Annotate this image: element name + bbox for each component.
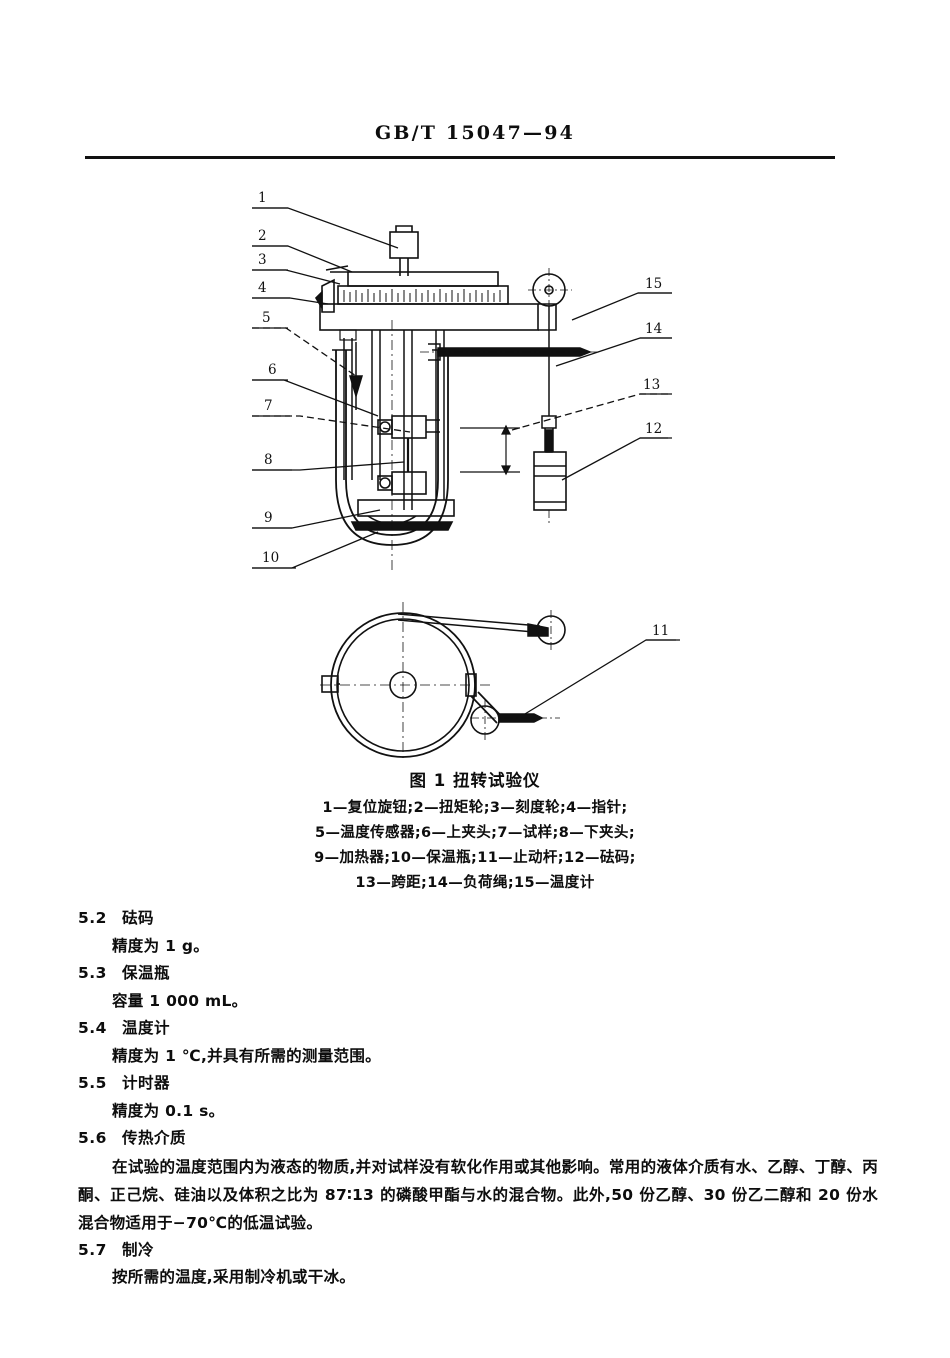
figure-drawing: 1 2 3 4 5 6 7 8 9 10 <box>252 190 680 760</box>
torque-wheel-plate <box>325 265 499 287</box>
lower-clamp-head <box>377 471 427 495</box>
svg-text:6: 6 <box>268 362 277 378</box>
stop-rod <box>470 713 560 723</box>
wheel-left-lug <box>321 675 340 693</box>
temperature-sensor-rod <box>348 342 364 410</box>
svg-text:5: 5 <box>262 310 271 326</box>
section-heading-5-3: 5.3 保温瓶 <box>78 960 878 988</box>
body-content: 5.2 砝码 精度为 1 g。 5.3 保温瓶 容量 1 000 mL。 5.4 温度… <box>78 905 878 1292</box>
section-number: 5.7 <box>78 1240 107 1259</box>
legend-line: 13—跨距;14—负荷绳;15—温度计 <box>355 875 595 891</box>
svg-text:11: 11 <box>652 623 669 639</box>
span-dimension <box>460 424 520 476</box>
svg-text:9: 9 <box>264 510 273 526</box>
section-body-5-4: 精度为 1 ℃,并具有所需的测量范围。 <box>112 1046 381 1065</box>
svg-text:12: 12 <box>645 421 662 437</box>
callout-leaders-left <box>252 207 411 569</box>
heater-part <box>350 499 455 531</box>
section-heading-5-2: 5.2 砝码 <box>78 905 878 933</box>
upper-clamp-head <box>377 415 440 439</box>
figure-legend: 1—复位旋钮;2—扭矩轮;3—刻度轮;4—指针; 5—温度传感器;6—上夹头;7… <box>0 796 950 896</box>
section-body-5-6: 在试验的温度范围内为液态的物质,并对试样没有软化作用或其他影响。常用的液体介质有… <box>78 1157 878 1232</box>
top-pulley <box>528 268 572 312</box>
upper-small-pulley <box>536 610 566 650</box>
section-body-5-7: 按所需的温度,采用制冷机或干冰。 <box>112 1268 356 1286</box>
callout-leaders-right <box>511 292 680 718</box>
section-title: 温度计 <box>122 1019 171 1037</box>
callout-numbers-left: 1 2 3 4 5 6 7 8 9 10 <box>258 190 279 566</box>
section-body-5-5: 精度为 0.1 s。 <box>112 1101 225 1120</box>
section-number: 5.2 <box>78 909 107 927</box>
section-title: 保温瓶 <box>122 964 171 982</box>
section-title: 传热介质 <box>122 1129 187 1147</box>
callout-numbers-right: 15 14 13 12 11 <box>643 276 669 639</box>
section-number: 5.5 <box>78 1074 107 1092</box>
section-heading-5-7: 5.7 制冷 <box>78 1237 878 1265</box>
figure-torsion-tester: 1 2 3 4 5 6 7 8 9 10 <box>0 180 950 760</box>
section-number: 5.6 <box>78 1129 107 1147</box>
wheel-centerlines <box>320 602 490 760</box>
svg-text:14: 14 <box>645 321 662 337</box>
pointer-part <box>314 278 335 313</box>
drive-shafts <box>343 330 445 510</box>
wheel-upper-arm <box>397 613 549 637</box>
svg-text:10: 10 <box>262 550 279 566</box>
callout-underlines-left <box>252 207 296 569</box>
svg-text:7: 7 <box>264 398 273 414</box>
legend-line: 9—加热器;10—保温瓶;11—止动杆;12—砝码; <box>314 850 636 866</box>
section-heading-5-6: 5.6 传热介质 <box>78 1125 878 1153</box>
section-title: 制冷 <box>122 1240 155 1259</box>
weight-mass <box>533 451 567 526</box>
svg-text:1: 1 <box>258 190 267 206</box>
thermometer-part <box>420 343 600 361</box>
frame-deck <box>319 303 557 331</box>
section-heading-5-5: 5.5 计时器 <box>78 1070 878 1098</box>
reset-knob-part <box>389 225 419 276</box>
section-title: 砝码 <box>122 909 155 927</box>
svg-text:4: 4 <box>258 280 267 296</box>
standard-number-header: GB/T 15047—94 <box>374 122 576 144</box>
section-body-5-2: 精度为 1 g。 <box>112 936 210 955</box>
svg-text:2: 2 <box>258 228 267 244</box>
figure-caption: 图 1 扭转试验仪 <box>409 771 541 790</box>
header-rule <box>85 156 835 159</box>
scale-wheel-ticks <box>343 289 501 302</box>
section-title: 计时器 <box>122 1074 171 1092</box>
shaft-collars <box>339 329 357 341</box>
svg-text:15: 15 <box>645 276 662 292</box>
section-number: 5.3 <box>78 964 107 982</box>
svg-text:3: 3 <box>258 252 267 268</box>
svg-text:13: 13 <box>643 377 660 393</box>
legend-line: 1—复位旋钮;2—扭矩轮;3—刻度轮;4—指针; <box>322 800 628 816</box>
section-heading-5-4: 5.4 温度计 <box>78 1015 878 1043</box>
svg-text:8: 8 <box>264 452 273 468</box>
section-body-5-3: 容量 1 000 mL。 <box>112 991 248 1010</box>
section-number: 5.4 <box>78 1019 107 1037</box>
legend-line: 5—温度传感器;6—上夹头;7—试样;8—下夹头; <box>314 825 636 841</box>
